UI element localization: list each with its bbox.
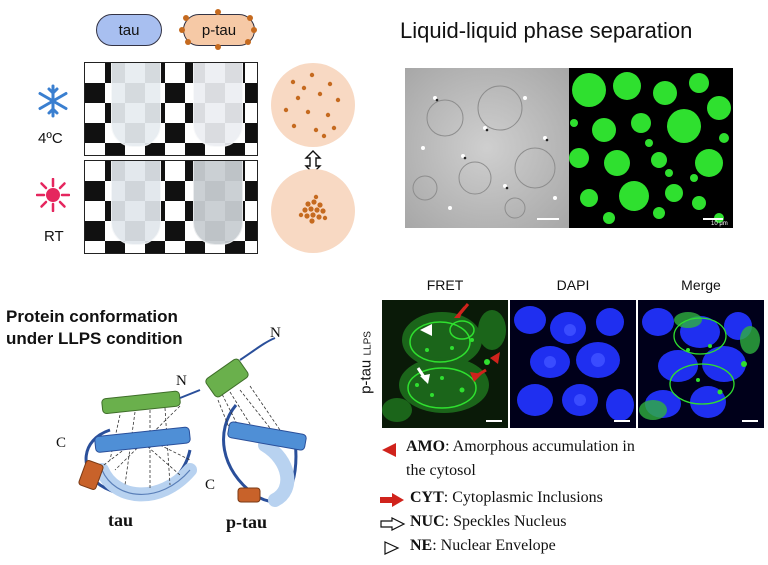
brightfield-image <box>405 68 569 228</box>
legend-nuc-abbr: NUC <box>410 513 445 530</box>
legend-amo: AMO: Amorphous accumulation in <box>406 438 635 456</box>
tau-pill-label: tau <box>118 21 140 39</box>
nuc-legend-icon <box>380 517 406 531</box>
panel-label-fret: FRET <box>426 277 464 293</box>
tubes-photo-rt <box>84 160 258 254</box>
conformation-title: Protein conformation under LLPS conditio… <box>6 306 183 350</box>
ne-legend-icon <box>384 541 400 555</box>
legend-nuc-text: : Speckles Nucleus <box>444 513 567 530</box>
ne-arrowhead <box>420 324 432 336</box>
tau-c-terminus: C <box>56 435 67 451</box>
row-label-main: p-tau <box>357 359 375 394</box>
conformation-title-line2: under LLPS condition <box>6 329 183 348</box>
legend-cyt: CYT: Cytoplasmic Inclusions <box>410 489 603 507</box>
legend-amo-abbr: AMO <box>406 438 446 455</box>
fluorescence-image: 10 μm <box>569 68 733 228</box>
ptau-pill-label: p-tau <box>201 21 237 39</box>
legend-ne-text: : Nuclear Envelope <box>432 537 556 554</box>
merge-panel <box>638 300 764 428</box>
ptau-c-terminus: C <box>205 477 216 493</box>
legend-amo-text: : Amorphous accumulation in <box>445 438 635 455</box>
conformation-title-line1: Protein conformation <box>6 307 178 326</box>
legend-ne-abbr: NE <box>410 537 433 554</box>
sun-icon <box>36 178 70 212</box>
legend-cyt-abbr: CYT <box>410 489 444 506</box>
legend-ne: NE: Nuclear Envelope <box>410 537 556 555</box>
cond-rt-label: RT <box>44 228 64 245</box>
legend-cyt-text: : Cytoplasmic Inclusions <box>443 489 603 506</box>
cyt-arrow-1 <box>454 306 464 318</box>
cond-cold-label: 4ºC <box>38 130 63 147</box>
row-label: p-tau LLPS <box>352 300 375 428</box>
panel-label-dapi: DAPI <box>556 277 590 293</box>
ptau-structure-label: p-tau <box>226 512 268 532</box>
tau-structure-label: tau <box>108 510 134 530</box>
legend-amo-text-cont: the cytosol <box>406 462 476 479</box>
legend-amo-cont: the cytosol <box>406 462 476 480</box>
ptau-pill: p-tau <box>183 14 255 46</box>
tau-n-terminus: N <box>176 373 187 389</box>
condensed-particles-circle <box>271 169 355 253</box>
cyt-legend-icon <box>380 493 404 507</box>
amo-legend-icon <box>382 443 396 457</box>
scale-bar-label: 10 μm <box>711 221 728 227</box>
ptau-n-terminus: N <box>270 325 281 341</box>
snowflake-icon <box>38 84 68 118</box>
ptau-phosphate-dots <box>179 9 257 50</box>
tau-pill: tau <box>96 14 162 46</box>
dapi-panel <box>510 300 636 428</box>
llps-title: Liquid-liquid phase separation <box>400 18 693 43</box>
conformation-diagram <box>78 337 307 507</box>
dispersed-particles-circle <box>271 63 355 147</box>
nuc-arrow <box>420 374 430 384</box>
legend-nuc: NUC: Speckles Nucleus <box>410 513 566 531</box>
fret-panel <box>382 300 508 428</box>
panel-label-merge: Merge <box>681 277 721 293</box>
row-label-sub: LLPS <box>362 331 374 356</box>
amo-arrowhead <box>490 352 500 364</box>
tubes-photo-cold <box>84 62 258 156</box>
